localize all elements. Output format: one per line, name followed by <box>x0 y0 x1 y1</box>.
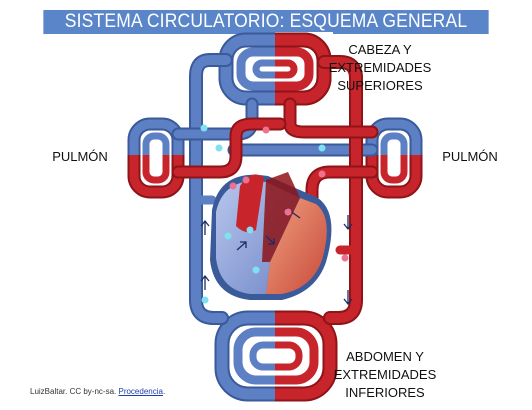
source-link[interactable]: Procedencia <box>118 387 163 396</box>
left-lung-label: PULMÓN <box>52 149 108 164</box>
abdomen-label-line3: INFERIORES <box>345 385 425 400</box>
head-label-line1: CABEZA Y <box>348 42 412 57</box>
left-lung-venous <box>127 117 185 155</box>
right-lung-arterial <box>365 155 423 199</box>
right-lung-label: PULMÓN <box>442 149 498 164</box>
abdomen-label: ABDOMEN Y EXTREMIDADES INFERIORES <box>330 348 440 402</box>
abdomen-capillary-arterial <box>275 310 338 402</box>
diagram-title: SISTEMA CIRCULATORIO: ESQUEMA GENERAL <box>43 10 489 34</box>
credit-end: . <box>162 387 166 396</box>
left-lung-arterial <box>127 155 185 199</box>
credit-line: LuizBaltar. CC by-nc-sa. Procedencia. <box>30 387 165 396</box>
aortic-arch <box>236 174 264 233</box>
right-lung-venous <box>365 117 423 155</box>
head-label-line2: EXTREMIDADES <box>328 60 432 75</box>
credit-text: LuizBaltar. CC by-nc-sa. <box>30 387 119 396</box>
head-label: CABEZA Y EXTREMIDADES SUPERIORES <box>320 41 440 95</box>
abdomen-capillary-venous <box>214 310 275 402</box>
head-label-line3: SUPERIORES <box>337 78 423 93</box>
heart <box>210 172 332 300</box>
blood-cells <box>200 124 349 304</box>
abdomen-label-line1: ABDOMEN Y <box>346 349 424 364</box>
abdomen-label-line2: EXTREMIDADES <box>333 367 437 382</box>
arterial-vessels <box>171 55 379 325</box>
heart-left-side <box>266 198 327 294</box>
